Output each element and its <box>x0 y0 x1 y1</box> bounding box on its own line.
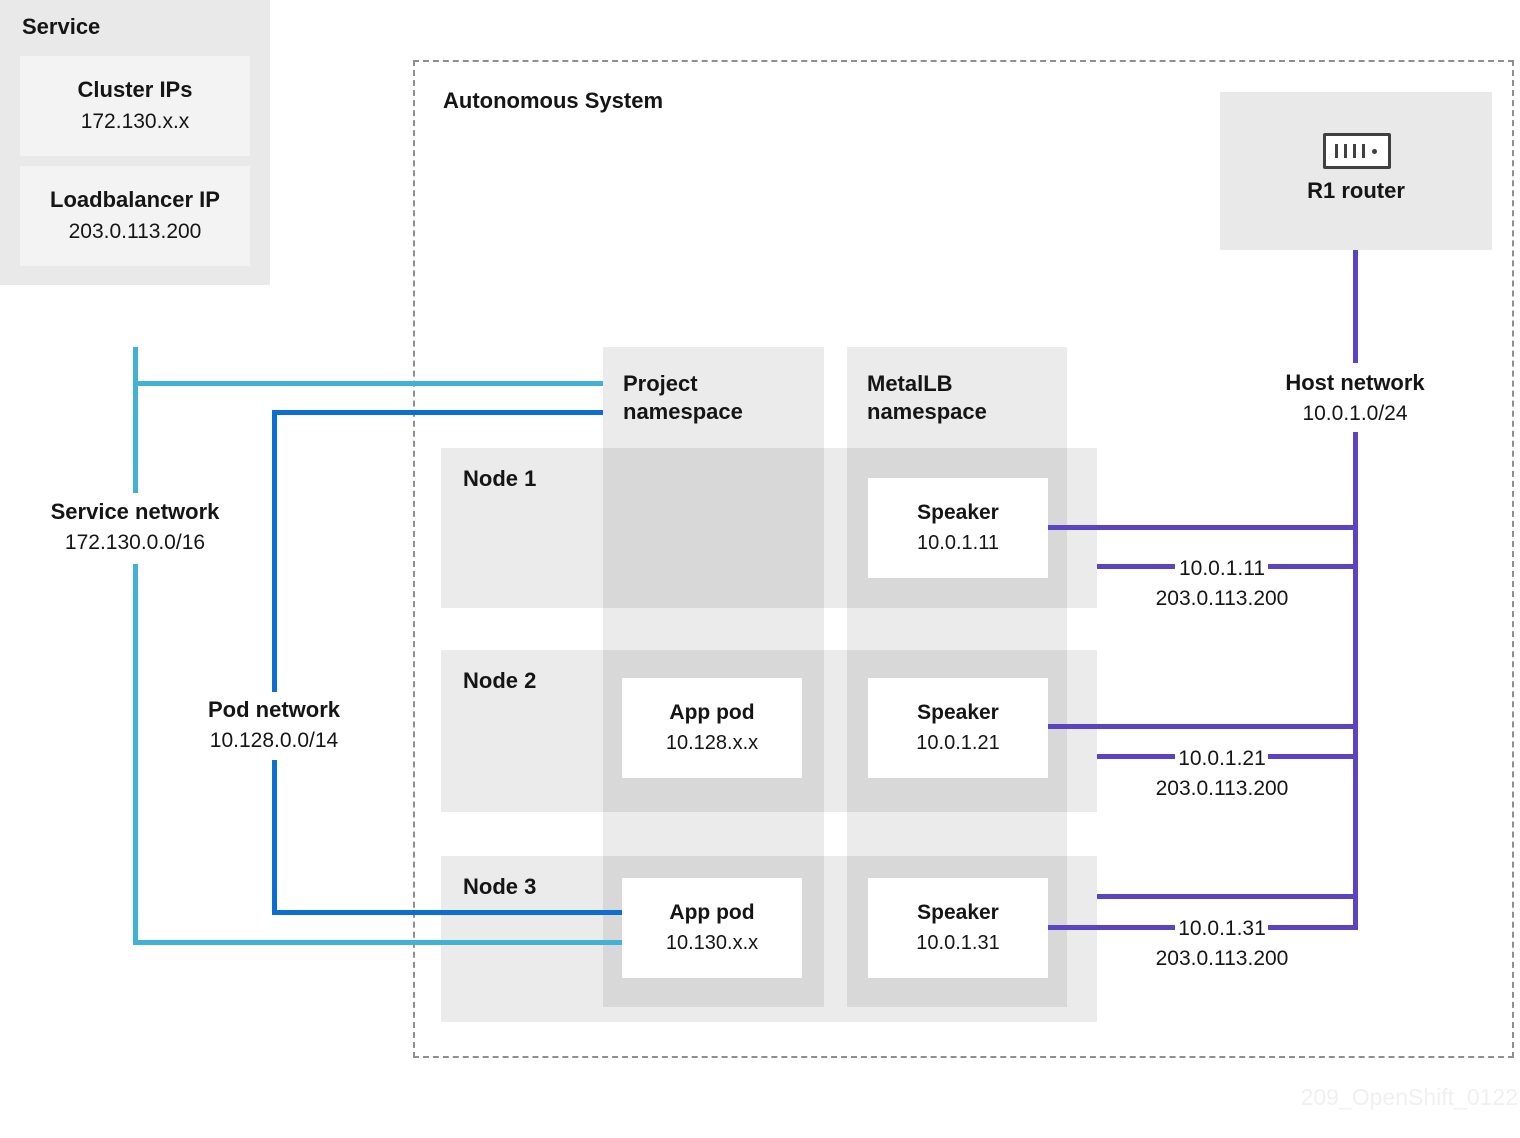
loadbalancer-ip-label: Loadbalancer IP <box>50 187 220 212</box>
pod-network-line-to-node3-app-pod <box>272 910 622 915</box>
node3-app-pod-box: App pod 10.130.x.x <box>622 878 802 978</box>
service-network-line-vertical-upper <box>133 347 138 493</box>
node1-advert-link-left <box>1097 564 1175 569</box>
host-network-line-vertical <box>1353 432 1358 930</box>
host-network-label-group: Host network 10.0.1.0/24 <box>1235 367 1475 429</box>
node1-advertisement-label: 10.0.1.11 203.0.113.200 <box>1111 554 1333 614</box>
loadbalancer-ip-box: Loadbalancer IP 203.0.113.200 <box>20 166 250 266</box>
node2-advert-ip: 10.0.1.21 <box>1178 747 1266 770</box>
host-network-cidr: 10.0.1.0/24 <box>1302 402 1408 425</box>
node2-advertisement-label: 10.0.1.21 203.0.113.200 <box>1111 744 1333 804</box>
node1-advert-link-right <box>1268 564 1358 569</box>
pod-network-line-vertical-lower <box>272 760 277 915</box>
node2-advert-link-left <box>1097 754 1175 759</box>
loadbalancer-ip-value: 203.0.113.200 <box>68 220 202 243</box>
node2-speaker-ip: 10.0.1.21 <box>916 732 1000 754</box>
autonomous-system-box <box>413 60 1514 1058</box>
node2-app-pod-title: App pod <box>669 701 755 724</box>
node2-speaker-box: Speaker 10.0.1.21 <box>868 678 1048 778</box>
node3-advert-link-top <box>1097 894 1358 899</box>
router-icon-led <box>1372 149 1377 154</box>
node2-speaker-title: Speaker <box>917 701 999 724</box>
cluster-ips-box: Cluster IPs 172.130.x.x <box>20 56 250 156</box>
node1-speaker-link <box>1045 525 1358 530</box>
node3-app-pod-ip: 10.130.x.x <box>665 932 759 954</box>
pod-network-cidr: 10.128.0.0/14 <box>209 729 339 752</box>
node3-speaker-ip: 10.0.1.31 <box>916 932 1000 954</box>
node2-app-pod-box: App pod 10.128.x.x <box>622 678 802 778</box>
router-icon-ports <box>1335 144 1365 158</box>
node-2-label: Node 2 <box>463 668 537 693</box>
service-network-label: Service network <box>50 499 220 524</box>
node1-speaker-ip: 10.0.1.11 <box>917 532 999 554</box>
pod-network-label: Pod network <box>207 697 340 722</box>
service-network-line-to-project-namespace <box>133 381 603 386</box>
node3-speaker-link-left <box>1045 925 1175 930</box>
pod-network-label-group: Pod network 10.128.0.0/14 <box>154 694 394 756</box>
node3-advert-lb-ip: 203.0.113.200 <box>1155 947 1289 970</box>
watermark: 209_OpenShift_0122 <box>1300 1084 1518 1110</box>
node2-speaker-link <box>1045 724 1358 729</box>
node-3-label: Node 3 <box>463 874 537 899</box>
host-network-line-from-router <box>1353 250 1358 363</box>
node1-speaker-box: Speaker 10.0.1.11 <box>868 478 1048 578</box>
project-namespace-label: Project namespace <box>623 371 743 424</box>
node1-advert-ip: 10.0.1.11 <box>1178 557 1266 580</box>
service-title: Service <box>22 14 101 39</box>
node1-speaker-title: Speaker <box>917 501 999 524</box>
service-network-cidr: 172.130.0.0/16 <box>64 531 206 554</box>
service-network-line-to-node3-app-pod <box>133 940 622 945</box>
service-box: Service Cluster IPs 172.130.x.x Loadbala… <box>0 0 270 285</box>
node2-advert-lb-ip: 203.0.113.200 <box>1155 777 1289 800</box>
router-icon <box>1323 133 1391 169</box>
router-label: R1 router <box>1307 178 1405 203</box>
metallb-namespace-label: MetalLB namespace <box>867 371 987 424</box>
node3-speaker-title: Speaker <box>917 901 999 924</box>
node3-advertisement-label: 10.0.1.31 203.0.113.200 <box>1111 914 1333 974</box>
cluster-ips-label: Cluster IPs <box>77 77 193 102</box>
node3-speaker-link-right <box>1268 925 1358 930</box>
service-network-label-group: Service network 172.130.0.0/16 <box>15 496 255 558</box>
node2-app-pod-ip: 10.128.x.x <box>665 732 759 754</box>
node3-app-pod-title: App pod <box>669 901 755 924</box>
host-network-label: Host network <box>1285 370 1425 395</box>
cluster-ips-value: 172.130.x.x <box>80 110 190 133</box>
node-1-label: Node 1 <box>463 466 537 491</box>
node3-speaker-box: Speaker 10.0.1.31 <box>868 878 1048 978</box>
pod-network-line-vertical-upper <box>272 410 277 692</box>
r1-router-box: R1 router <box>1220 92 1492 250</box>
node3-advert-ip: 10.0.1.31 <box>1178 917 1266 940</box>
node1-advert-lb-ip: 203.0.113.200 <box>1155 587 1289 610</box>
pod-network-line-to-project-namespace <box>272 410 603 415</box>
autonomous-system-label: Autonomous System <box>443 88 664 113</box>
node2-advert-link-right <box>1268 754 1358 759</box>
service-network-line-vertical-lower <box>133 564 138 945</box>
